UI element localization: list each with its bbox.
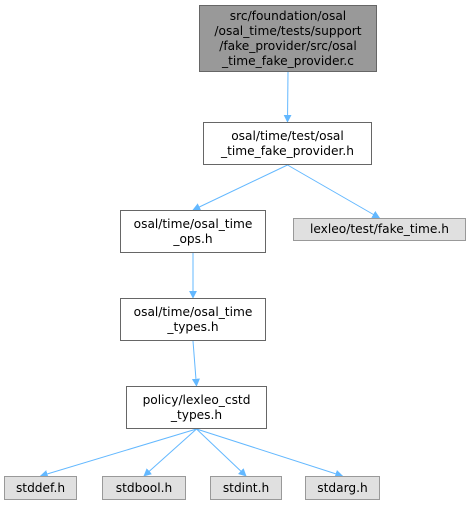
edge-lexleo_cstd_types_h-to-stddef_h [39,428,197,478]
node-lexleo-cstd-types-h[interactable]: policy/lexleo_cstd _types.h [126,386,267,429]
node-stdarg-h[interactable]: stdarg.h [305,476,380,500]
node-label: lexleo/test/fake_time.h [310,222,449,236]
node-osal-time-fake-provider-h[interactable]: osal/time/test/osal _time_fake_provider.… [203,122,372,165]
node-label: stdbool.h [115,480,173,495]
node-label: osal/time/osal_time _ops.h [133,216,253,246]
edge-osal_time_fake_provider_h-to-osal_time_ops_h [192,164,288,211]
edge-osal_time_types_h-to-lexleo_cstd_types_h [191,340,200,387]
node-osal-time-types-h[interactable]: osal/time/osal_time _types.h [120,298,266,341]
node-stddef-h[interactable]: stddef.h [4,476,77,500]
edge-osal_time_fake_provider_h-to-fake_time_h [287,164,381,219]
edge-lexleo_cstd_types_h-to-stdint_h [196,428,247,477]
edge-lexleo_cstd_types_h-to-stdbool_h [143,428,197,477]
node-fake-time-h[interactable]: lexleo/test/fake_time.h [293,218,466,241]
node-label: stddef.h [15,480,66,495]
node-stdbool-h[interactable]: stdbool.h [102,476,186,500]
node-stdint-h[interactable]: stdint.h [210,476,282,500]
node-label: policy/lexleo_cstd _types.h [142,392,251,422]
node-label: stdarg.h [317,480,368,495]
node-osal-time-ops-h[interactable]: osal/time/osal_time _ops.h [120,210,266,253]
edge-lexleo_cstd_types_h-to-stdarg_h [196,428,344,478]
node-label: src/foundation/osal /osal_time/tests/sup… [214,8,362,68]
node-osal-time-fake-provider-c[interactable]: src/foundation/osal /osal_time/tests/sup… [199,5,377,72]
node-label: stdint.h [222,480,270,495]
edge-fake_provider_c-to-osal_time_fake_provider_h [283,71,292,123]
node-label: osal/time/osal_time _types.h [133,304,253,334]
node-label: osal/time/test/osal _time_fake_provider.… [221,128,354,158]
